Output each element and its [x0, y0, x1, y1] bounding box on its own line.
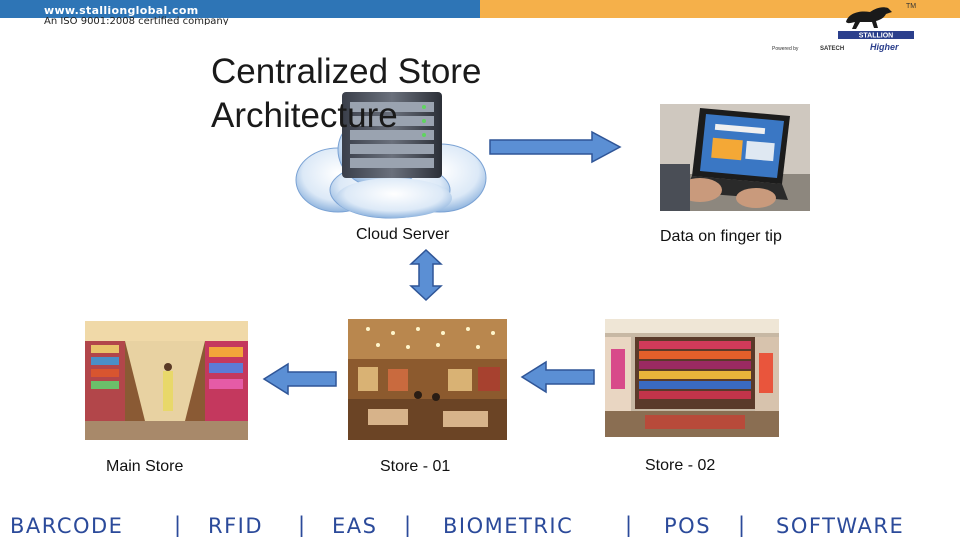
- stallion-logo: STALLION: [838, 7, 914, 40]
- header-orange-band: [480, 0, 960, 18]
- footer-biometric: BIOMETRIC: [443, 514, 574, 538]
- trademark-mark: TM: [906, 3, 917, 10]
- main-store-label: Main Store: [106, 458, 184, 475]
- footer-eas: EAS: [332, 514, 378, 538]
- store-02-photo: [605, 319, 779, 437]
- store-02-label: Store - 02: [645, 457, 716, 474]
- arrow-right-icon: [489, 130, 622, 164]
- store-01-photo: [348, 319, 507, 440]
- iso-certification: An ISO 9001:2008 certified company: [44, 16, 229, 25]
- main-store-photo: [85, 321, 248, 440]
- cloud-server-label: Cloud Server: [356, 226, 450, 243]
- footer-software: SOFTWARE: [776, 514, 905, 538]
- arrow-left-icon-2: [520, 360, 595, 394]
- footer-separator: |: [174, 513, 182, 537]
- store-01-label: Store - 01: [380, 458, 451, 475]
- cloud-server-icon: [295, 92, 487, 219]
- slide-title: Centralized Store Architecture: [211, 52, 482, 135]
- footer-separator: |: [625, 513, 633, 537]
- arrow-left-icon-1: [262, 362, 337, 396]
- footer-barcode: BARCODE: [10, 514, 124, 538]
- website-url[interactable]: www.stallionglobal.com: [44, 4, 199, 17]
- header-blue-band: [0, 0, 480, 18]
- logo-text: STALLION: [859, 33, 893, 40]
- header-bar: [0, 0, 960, 18]
- footer-pos: POS: [664, 514, 712, 538]
- partner-text-2: SATECH: [820, 46, 845, 52]
- laptop-label: Data on finger tip: [660, 228, 782, 245]
- arrow-vertical-bidirectional-icon: [409, 248, 443, 302]
- footer-separator: |: [738, 513, 746, 537]
- footer-rfid: RFID: [208, 514, 264, 538]
- footer-separator: |: [404, 513, 412, 537]
- laptop-photo: [660, 104, 810, 211]
- footer-separator: |: [298, 513, 306, 537]
- logo-tagline: Higher: [870, 42, 899, 52]
- partner-text-1: Powered by: [772, 46, 799, 52]
